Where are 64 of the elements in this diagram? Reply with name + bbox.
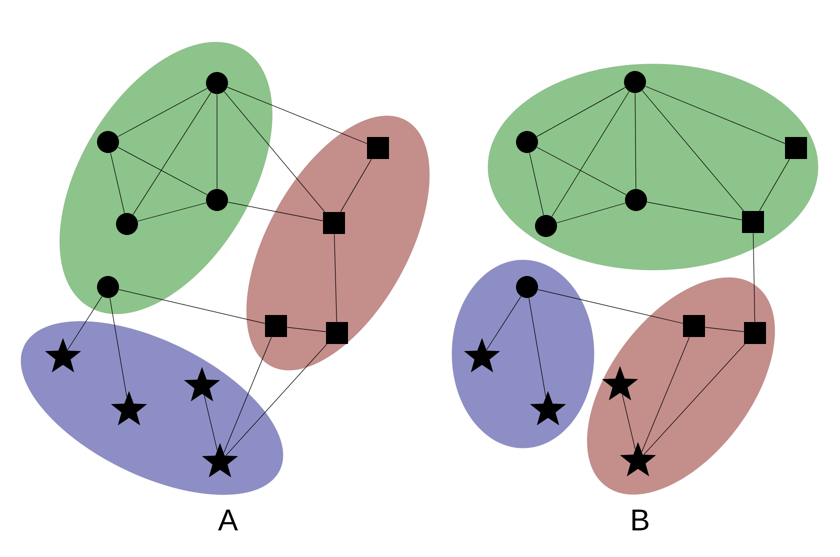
connector-line	[528, 298, 546, 397]
connector-line	[224, 91, 325, 212]
connector-line	[622, 394, 636, 450]
connector-line	[536, 87, 626, 137]
cluster-ellipse	[488, 64, 818, 270]
dot	[624, 71, 646, 93]
connector-line	[226, 344, 328, 456]
connector-line	[538, 289, 684, 324]
connector-line	[552, 91, 630, 217]
panel-letter: A	[218, 510, 238, 530]
dot	[97, 276, 119, 298]
dot	[516, 131, 538, 153]
cluster-ellipse	[452, 260, 594, 448]
connector-line	[216, 94, 218, 190]
star-marker	[202, 443, 238, 478]
square-marker	[367, 137, 389, 159]
connector-line	[227, 86, 368, 144]
dot	[516, 276, 538, 298]
connector-line	[132, 92, 212, 215]
connector-line	[759, 158, 790, 212]
connector-line	[644, 344, 746, 455]
star-marker	[184, 367, 220, 402]
connector-line	[646, 202, 742, 220]
connector-line	[529, 152, 544, 216]
connector-line	[224, 336, 272, 454]
square-marker	[326, 322, 348, 344]
square-marker	[744, 322, 766, 344]
connector-line	[704, 327, 744, 332]
dot	[116, 213, 138, 235]
square-marker	[785, 137, 807, 159]
connector-line	[286, 327, 326, 332]
connector-line	[204, 395, 218, 450]
star-marker	[110, 391, 148, 426]
connector-line	[642, 90, 744, 212]
square-marker	[265, 315, 287, 337]
connector-line	[110, 152, 125, 214]
star-marker	[530, 391, 566, 426]
connector-line	[334, 234, 337, 322]
connector-line	[645, 86, 786, 144]
connector-line	[138, 202, 206, 222]
connector-line	[536, 146, 626, 196]
dot	[535, 215, 557, 237]
panel-letter: B	[632, 510, 648, 530]
square-marker	[742, 211, 764, 233]
connector-line	[634, 92, 636, 190]
connector-line	[118, 146, 208, 196]
connector-line	[118, 289, 266, 324]
star-marker	[602, 366, 638, 400]
star-marker	[464, 338, 500, 372]
dot	[97, 131, 119, 153]
connector-line	[556, 202, 626, 224]
connector-line	[110, 298, 128, 397]
dot	[206, 189, 228, 211]
square-marker	[683, 315, 705, 337]
connector-line	[228, 202, 324, 222]
dot	[206, 72, 228, 94]
square-marker	[323, 212, 345, 234]
connector-line	[642, 336, 690, 452]
star-marker	[620, 442, 656, 476]
connector-line	[118, 88, 208, 137]
connector-line	[752, 232, 756, 322]
connector-line	[340, 158, 372, 212]
star-marker	[44, 338, 82, 372]
dot	[625, 189, 647, 211]
